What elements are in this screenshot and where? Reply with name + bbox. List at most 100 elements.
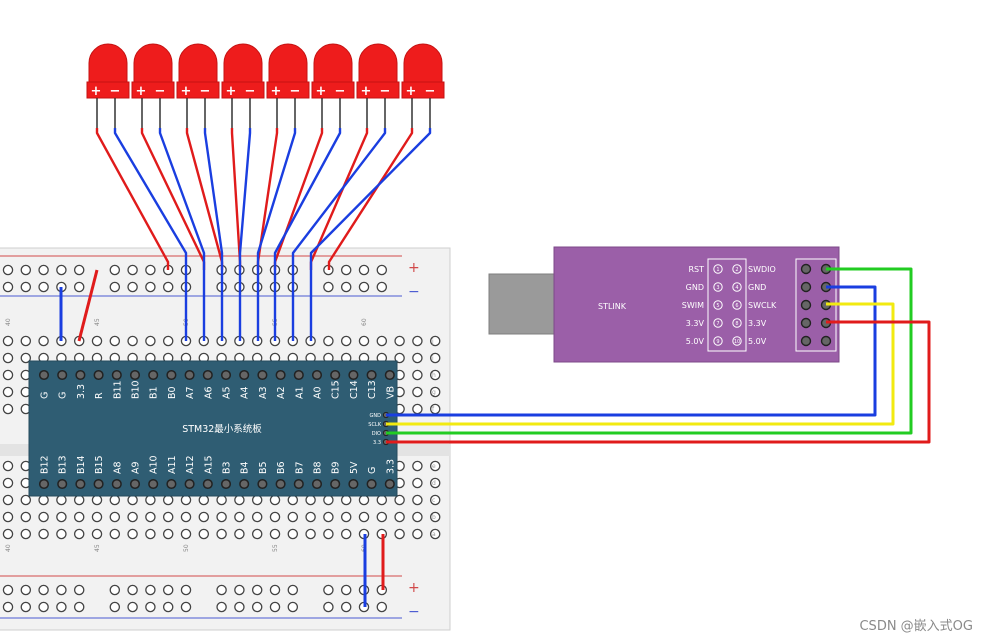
breadboard-row-letter: a <box>432 531 436 538</box>
breadboard-hole <box>323 335 334 347</box>
led-base <box>356 81 400 99</box>
stm32-bottom-pin-label: 3.3 <box>385 459 396 474</box>
breadboard-row-letter: b <box>432 514 436 521</box>
breadboard-row-letter: h <box>432 372 436 379</box>
led-minus-label: − <box>335 84 346 99</box>
stlink-right-label: GND <box>748 283 766 292</box>
breadboard-hole <box>323 494 334 506</box>
stm32-bottom-pin <box>220 478 232 490</box>
stm32-top-pin-label: A0 <box>313 386 324 399</box>
breadboard-hole <box>2 494 14 506</box>
stm32-top-pin <box>129 369 141 381</box>
stm32-bottom-pin <box>148 478 159 490</box>
stlink-header-pin <box>800 317 812 329</box>
stm32-bottom-pin <box>257 478 268 490</box>
breadboard-hole <box>251 511 263 523</box>
stm32-top-pin <box>166 369 177 381</box>
stlink-pin-number: 7 <box>716 321 719 327</box>
stm32-bottom-pin <box>111 478 122 490</box>
breadboard-hole <box>429 386 441 398</box>
breadboard-column-number: 40 <box>5 318 12 326</box>
breadboard-hole <box>358 335 370 347</box>
breadboard-hole <box>412 403 423 415</box>
swd-wires <box>386 267 931 444</box>
stm32-top-pin-label: G <box>58 392 69 399</box>
breadboard-hole <box>145 494 156 506</box>
csdn-watermark: CSDN @嵌入式OG <box>859 619 973 634</box>
wire-led-cathode-blue <box>238 128 252 341</box>
stm32-bottom-pin <box>202 478 213 490</box>
stlink-right-label: SWDIO <box>748 265 776 274</box>
stlink-left-label: 5.0V <box>686 337 705 346</box>
stlink-pin-number: 9 <box>716 339 719 345</box>
stm32-top-pin-label: B10 <box>131 380 142 399</box>
breadboard-hole <box>2 352 14 364</box>
stm32-top-pin <box>257 369 268 381</box>
stm32-bottom-pin-label: A10 <box>149 455 160 474</box>
stlink-pin-odd <box>713 318 723 328</box>
stm32-top-pin-label: B0 <box>167 386 178 399</box>
stlink-name: STLINK <box>598 302 627 311</box>
stm32-bottom-pin <box>366 478 377 490</box>
stm32-bottom-pin <box>348 478 359 490</box>
breadboard-hole <box>305 494 316 506</box>
stlink-header-pin <box>800 281 812 293</box>
led-dome <box>133 43 173 83</box>
led-minus-label: − <box>245 84 256 99</box>
stm32-top-pin <box>202 369 213 381</box>
led-dome <box>268 43 308 83</box>
rail-minus-bottom: − <box>408 604 420 620</box>
breadboard-hole <box>287 584 299 596</box>
stm32-bottom-pin-label: B4 <box>240 461 251 474</box>
breadboard-hole <box>38 601 49 613</box>
led-minus-label: − <box>155 84 166 99</box>
stm32-bottom-pin-label: B15 <box>94 455 105 474</box>
wire-led-cathode-blue <box>113 128 188 341</box>
led-array: +−+−+−+−+−+−+−+− <box>86 43 445 128</box>
stm32-top-pin <box>275 369 286 381</box>
stm32-top-pin <box>148 369 159 381</box>
breadboard-hole <box>269 511 281 523</box>
stm32-top-pin-label: A2 <box>276 386 287 399</box>
breadboard-hole <box>376 601 388 613</box>
led-minus-label: − <box>425 84 436 99</box>
led-base <box>311 81 355 99</box>
breadboard-hole <box>20 494 32 506</box>
breadboard-hole <box>358 511 370 523</box>
breadboard-hole <box>340 335 352 347</box>
wire-gnd-blue <box>386 285 877 417</box>
breadboard-hole <box>2 403 14 415</box>
breadboard-hole <box>323 601 334 613</box>
led-base <box>176 81 220 99</box>
rail-plus-bottom: + <box>408 580 420 596</box>
stm32-bottom-pin <box>75 478 86 490</box>
breadboard-column-number: 60 <box>361 318 368 326</box>
breadboard-hole <box>180 528 192 540</box>
stm32-swd-label: 3.3 <box>373 440 381 446</box>
led-minus-label: − <box>110 84 121 99</box>
stm32-top-pin-label: C14 <box>349 380 360 399</box>
breadboard-hole <box>358 494 370 506</box>
stm32-top-pin-label: C13 <box>367 380 378 399</box>
stlink-header-pin <box>800 263 812 275</box>
led-plus-label: + <box>271 84 282 99</box>
stm32-top-pin-label: A3 <box>258 386 269 399</box>
led-base <box>221 81 265 99</box>
breadboard-hole <box>38 264 49 276</box>
breadboard-hole <box>376 335 388 347</box>
stlink-left-label: RST <box>688 265 704 274</box>
stm32-bottom-pin-label: B13 <box>58 455 69 474</box>
stm32-bottom-pin-label: B12 <box>40 455 51 474</box>
breadboard-hole <box>180 494 192 506</box>
breadboard-row-letter: e <box>432 463 436 470</box>
breadboard-hole <box>109 584 121 596</box>
stlink-pin-odd <box>713 336 723 346</box>
breadboard-hole <box>412 335 423 347</box>
breadboard-hole <box>394 494 405 506</box>
breadboard-hole <box>56 601 67 613</box>
breadboard-column-number: 55 <box>272 544 279 552</box>
stlink-left-label: SWIM <box>682 301 704 310</box>
breadboard-hole <box>180 601 192 613</box>
stm32-top-pin-label: R <box>94 392 105 399</box>
